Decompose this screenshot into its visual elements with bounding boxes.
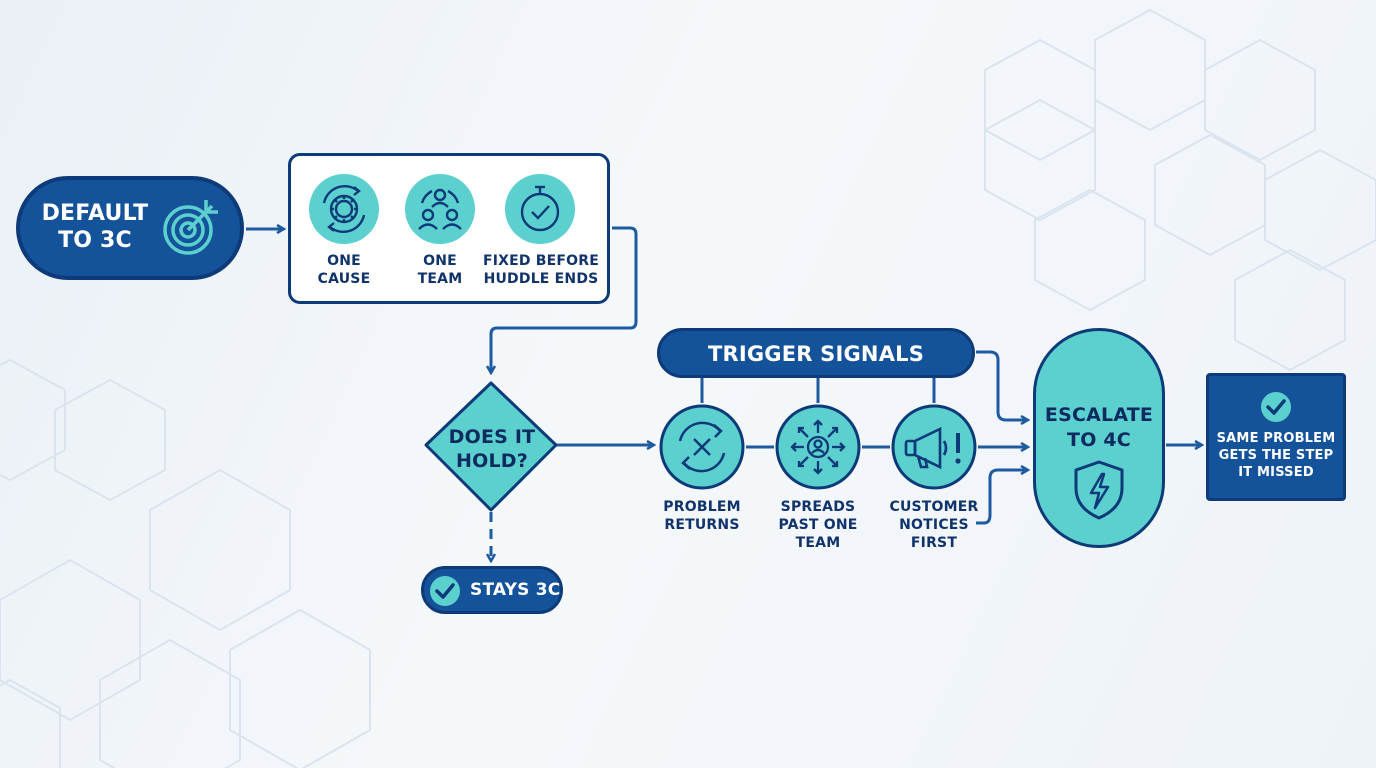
trigger-signals-label: TRIGGER SIGNALS (707, 342, 925, 366)
outcome-line1: SAME PROBLEM (1216, 431, 1336, 446)
start-node (16, 176, 244, 280)
stopwatch-check-icon (505, 174, 575, 244)
signal-1-line2: RETURNS (664, 517, 740, 533)
escalate-line2: TO 4C (1067, 429, 1131, 451)
team-icon (405, 174, 475, 244)
signal-2-line3: TEAM (795, 535, 841, 551)
stays-label: STAYS 3C (470, 580, 561, 600)
escalate-line1: ESCALATE (1044, 404, 1154, 426)
stays-node (421, 566, 563, 614)
criteria-2-line1: ONE (423, 253, 457, 269)
signal-label-3: CUSTOMER NOTICES FIRST (878, 498, 990, 552)
target-icon (163, 200, 218, 255)
signal-2-line2: PAST ONE (778, 517, 858, 533)
gear-cycle-icon (309, 174, 379, 244)
outcome-node (1206, 373, 1346, 501)
start-label: DEFAULT TO 3C (20, 200, 170, 254)
outcome-line3: IT MISSED (1238, 465, 1314, 480)
signal-3-line1: CUSTOMER (889, 499, 979, 515)
megaphone-alert-icon (891, 404, 977, 490)
criteria-3-line1: FIXED BEFORE (482, 253, 600, 269)
criteria-label-2: ONE TEAM (401, 252, 479, 288)
decision-line1: DOES IT (448, 426, 536, 448)
criteria-label-3: FIXED BEFORE HUDDLE ENDS (482, 252, 600, 288)
arrow-criteria-to-decision (491, 226, 638, 372)
criteria-1-line2: CAUSE (317, 271, 371, 287)
outcome-check-icon (1261, 392, 1291, 422)
arrow-trigger-to-escalate (976, 350, 1027, 420)
signal-label-1: PROBLEM RETURNS (650, 498, 754, 534)
escalate-label: ESCALATE TO 4C (1033, 403, 1165, 453)
start-label-line1: DEFAULT (41, 201, 149, 226)
outcome-label: SAME PROBLEM GETS THE STEP IT MISSED (1206, 430, 1346, 481)
decision-label: DOES IT HOLD? (432, 425, 552, 473)
escalate-node (1033, 328, 1165, 548)
cycle-x-icon (659, 404, 745, 490)
signal-label-2: SPREADS PAST ONE TEAM (766, 498, 870, 552)
outcome-line2: GETS THE STEP (1218, 448, 1334, 463)
criteria-label-1: ONE CAUSE (305, 252, 383, 288)
criteria-2-line2: TEAM (417, 271, 463, 287)
shield-bolt-icon (1074, 460, 1124, 520)
trigger-signals-header (657, 328, 975, 378)
signal-3-line3: FIRST (910, 535, 958, 551)
check-circle-icon (430, 576, 460, 606)
decision-diamond (424, 381, 558, 512)
decision-line2: HOLD? (456, 450, 528, 472)
criteria-1-line1: ONE (327, 253, 361, 269)
signal-3-line2: NOTICES (899, 517, 969, 533)
arrow-customer-to-escalate (976, 470, 1027, 525)
signal-2-line1: SPREADS (780, 499, 856, 515)
signal-1-line1: PROBLEM (663, 499, 741, 515)
spread-person-icon (775, 404, 861, 490)
start-label-line2: TO 3C (58, 228, 132, 253)
criteria-3-line2: HUDDLE ENDS (483, 271, 599, 287)
